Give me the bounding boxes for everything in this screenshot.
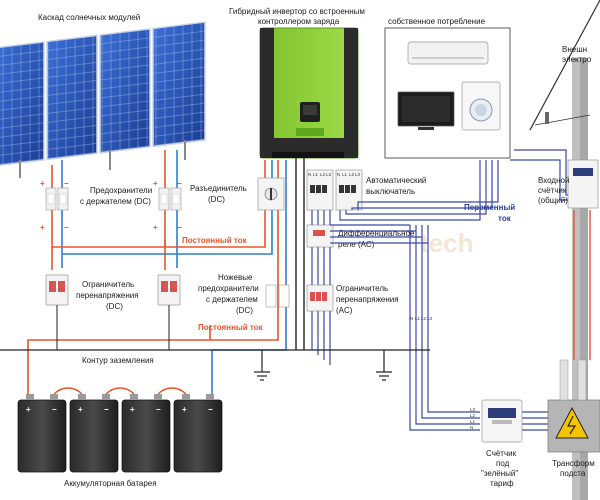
svg-text:N: N	[470, 425, 473, 430]
air-conditioner-icon	[407, 41, 489, 65]
svg-text:N: N	[410, 316, 413, 321]
battery-polarity: + − + − + − + −	[26, 405, 213, 414]
dc-fuses-label-2: с держателем (DC)	[80, 197, 151, 206]
knife-fuses-label-3: с держателем	[206, 295, 258, 304]
watermark: tech	[420, 228, 473, 258]
svg-text:L3: L3	[355, 172, 361, 177]
svg-text:−: −	[177, 179, 182, 188]
dc-current-label-2: Постоянный ток	[198, 323, 264, 332]
svg-text:−: −	[177, 223, 182, 232]
svg-text:L3: L3	[427, 316, 433, 321]
inverter-label-2: контроллером заряда	[258, 17, 340, 26]
dc-fuses-label-1: Предохранители	[90, 186, 152, 195]
knife-fuses-label-4: (DC)	[236, 306, 253, 315]
high-voltage-warning-icon	[555, 406, 589, 439]
svg-text:+: +	[40, 223, 45, 232]
svg-text:+: +	[182, 405, 187, 414]
svg-text:−: −	[52, 405, 57, 414]
disconnector-label-1: Разъединитель	[190, 184, 247, 193]
battery-label: Аккумуляторная батарея	[64, 479, 157, 488]
pole-wires	[573, 210, 591, 360]
transformer-label-1: Трансформ	[552, 459, 595, 468]
ext-network-label-1: Внешн	[562, 45, 587, 54]
ac-bus-phase-tags: N L1 L2 L3 L3 L2 L1 N	[410, 316, 476, 430]
green-meter-label-4: тариф	[490, 479, 514, 488]
battery-bank	[17, 387, 223, 473]
svg-text:N: N	[337, 172, 340, 177]
auto-switch-label-2: выключатель	[366, 187, 415, 196]
dc-surge-label-1: Ограничитель	[82, 280, 134, 289]
disconnector-label-2: (DC)	[208, 195, 225, 204]
ac-surge-label-2: перенапряжения	[336, 295, 399, 304]
inverter-wires	[295, 158, 305, 350]
knife-fuses-label-1: Ножевые	[218, 273, 253, 282]
svg-text:L1: L1	[342, 172, 348, 177]
svg-text:L3: L3	[326, 172, 332, 177]
input-meter	[567, 159, 599, 209]
knife-fuses	[265, 284, 290, 308]
svg-text:−: −	[156, 405, 161, 414]
green-meter-label-2: под	[496, 459, 510, 468]
ac-bus	[311, 149, 578, 431]
ext-network-label-2: электро	[562, 55, 592, 64]
svg-text:+: +	[40, 179, 45, 188]
dc-disconnector	[257, 177, 285, 211]
svg-text:+: +	[130, 405, 135, 414]
svg-text:L1: L1	[470, 419, 476, 424]
svg-text:−: −	[64, 223, 69, 232]
diff-relay-label-2: реле (AC)	[338, 240, 375, 249]
svg-text:L2: L2	[320, 172, 326, 177]
green-tariff-meter	[481, 399, 523, 443]
own-consumption-label: собственное потребление	[388, 17, 486, 26]
green-meter-label-1: Счётчик	[486, 449, 517, 458]
transformer-label-2: подста	[560, 469, 586, 478]
auto-switch-label-1: Автоматический	[366, 176, 426, 185]
inverter-label-1: Гибридный инвертор со встроенным	[229, 7, 365, 16]
input-meter-label-2: счётчик	[538, 186, 567, 195]
svg-text:+: +	[26, 405, 31, 414]
svg-text:L2: L2	[470, 413, 476, 418]
ac-current-label-2: ток	[498, 214, 512, 223]
solar-cascade-label: Каскад солнечных модулей	[38, 13, 140, 22]
own-consumption-box	[384, 27, 511, 159]
svg-text:−: −	[104, 405, 109, 414]
ac-surge-label-3: (AC)	[336, 306, 353, 315]
svg-text:+: +	[78, 405, 83, 414]
ground-loop-label: Контур заземления	[82, 356, 154, 365]
dc-surge-label-2: перенапряжения	[76, 291, 139, 300]
ac-phase-labels: N L1 L2 L3 N L1 L2 L3	[308, 172, 361, 177]
ground-loop	[0, 349, 430, 381]
svg-text:−: −	[64, 179, 69, 188]
knife-fuses-label-2: предохранители	[198, 284, 259, 293]
input-meter-label-1: Входной	[538, 176, 569, 185]
svg-text:L1: L1	[415, 316, 421, 321]
dc-fuse-holders	[45, 187, 182, 211]
transformer-substation	[547, 359, 600, 453]
ac-surge-label-1: Ограничитель	[336, 284, 388, 293]
diff-relay-label-1: Дифференциальное	[338, 229, 415, 238]
solar-panel-array	[0, 21, 206, 178]
svg-text:+: +	[153, 179, 158, 188]
green-meter-label-3: "зелёный"	[481, 469, 518, 478]
svg-text:L2: L2	[349, 172, 355, 177]
svg-text:−: −	[208, 405, 213, 414]
input-meter-label-3: (общий)	[538, 196, 568, 205]
svg-text:N: N	[308, 172, 311, 177]
power-pole	[529, 0, 600, 500]
hybrid-inverter	[259, 27, 359, 159]
svg-text:L2: L2	[421, 316, 427, 321]
svg-text:+: +	[153, 223, 158, 232]
svg-text:L3: L3	[470, 407, 476, 412]
svg-text:L1: L1	[313, 172, 319, 177]
polarity-marks: + − + − + − + −	[40, 179, 182, 232]
ac-current-label-1: Переменный	[464, 203, 515, 212]
dc-surge-protectors	[45, 274, 181, 350]
dc-current-label-1: Постоянный ток	[182, 236, 248, 245]
dc-surge-label-3: (DC)	[106, 302, 123, 311]
